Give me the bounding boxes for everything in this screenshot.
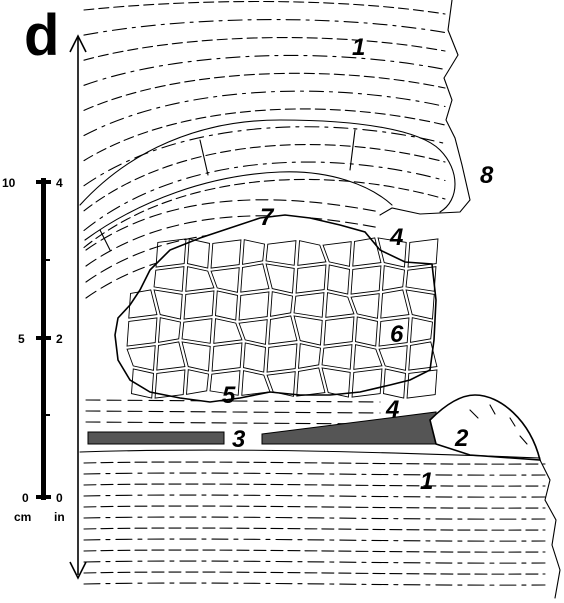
lamina-line [84, 583, 545, 585]
lamina-line [84, 517, 545, 519]
unit-2-mound [430, 395, 540, 460]
lamina-line [84, 572, 545, 574]
unit-4-upper-label: 4 [389, 224, 403, 251]
scale-in-tick-2: 2 [56, 332, 63, 346]
thickness-arrow [70, 36, 86, 578]
unit-8-label: 8 [480, 162, 494, 189]
lamina-line [84, 550, 545, 552]
panel-label: d [24, 3, 59, 68]
scale-bar [36, 178, 51, 500]
lamina-line [84, 484, 545, 486]
scale-cm-tick-10: 10 [2, 176, 16, 190]
unit-3-label: 3 [232, 426, 246, 453]
lamina-line [84, 38, 445, 61]
lamina-line [84, 55, 445, 85]
lamina-line [86, 422, 380, 424]
unit-4-lower-label: 4 [385, 396, 399, 423]
lamina-line [84, 495, 545, 497]
unit-2-label: 2 [454, 425, 469, 452]
lamina-line [84, 473, 545, 475]
fracture-line [200, 140, 208, 175]
lamina-line [84, 20, 445, 36]
section-right-boundary-lower [540, 460, 560, 598]
lamina-line [84, 109, 445, 161]
lamina-line [84, 145, 445, 211]
unit-5-label: 5 [222, 382, 236, 409]
lamina-line [84, 561, 545, 563]
scale-cm-tick-5: 5 [18, 332, 25, 346]
lamina-line [84, 462, 545, 464]
unit-3-bed-right [262, 412, 436, 444]
unit-7-label: 7 [260, 204, 275, 231]
unit-6-label: 6 [390, 321, 404, 348]
lamina-line [84, 539, 545, 541]
lamina-line [84, 127, 445, 186]
unit-1-top-label: 1 [352, 34, 365, 61]
lamina-line [86, 411, 380, 413]
lamina-line [84, 506, 545, 508]
lower-laminae [84, 462, 545, 585]
unit-1-bottom-label: 1 [420, 468, 433, 495]
scale-in-tick-4: 4 [56, 176, 63, 190]
scale-in-tick-0: 0 [56, 491, 63, 505]
section-right-boundary [380, 0, 470, 215]
lamina-line [84, 528, 545, 530]
unit-3-bed-left [88, 432, 224, 444]
scale-cm-tick-0: 0 [22, 491, 29, 505]
scale-in-label: in [54, 510, 65, 524]
lamina-line [84, 2, 445, 15]
scale-cm-label: cm [14, 510, 31, 524]
